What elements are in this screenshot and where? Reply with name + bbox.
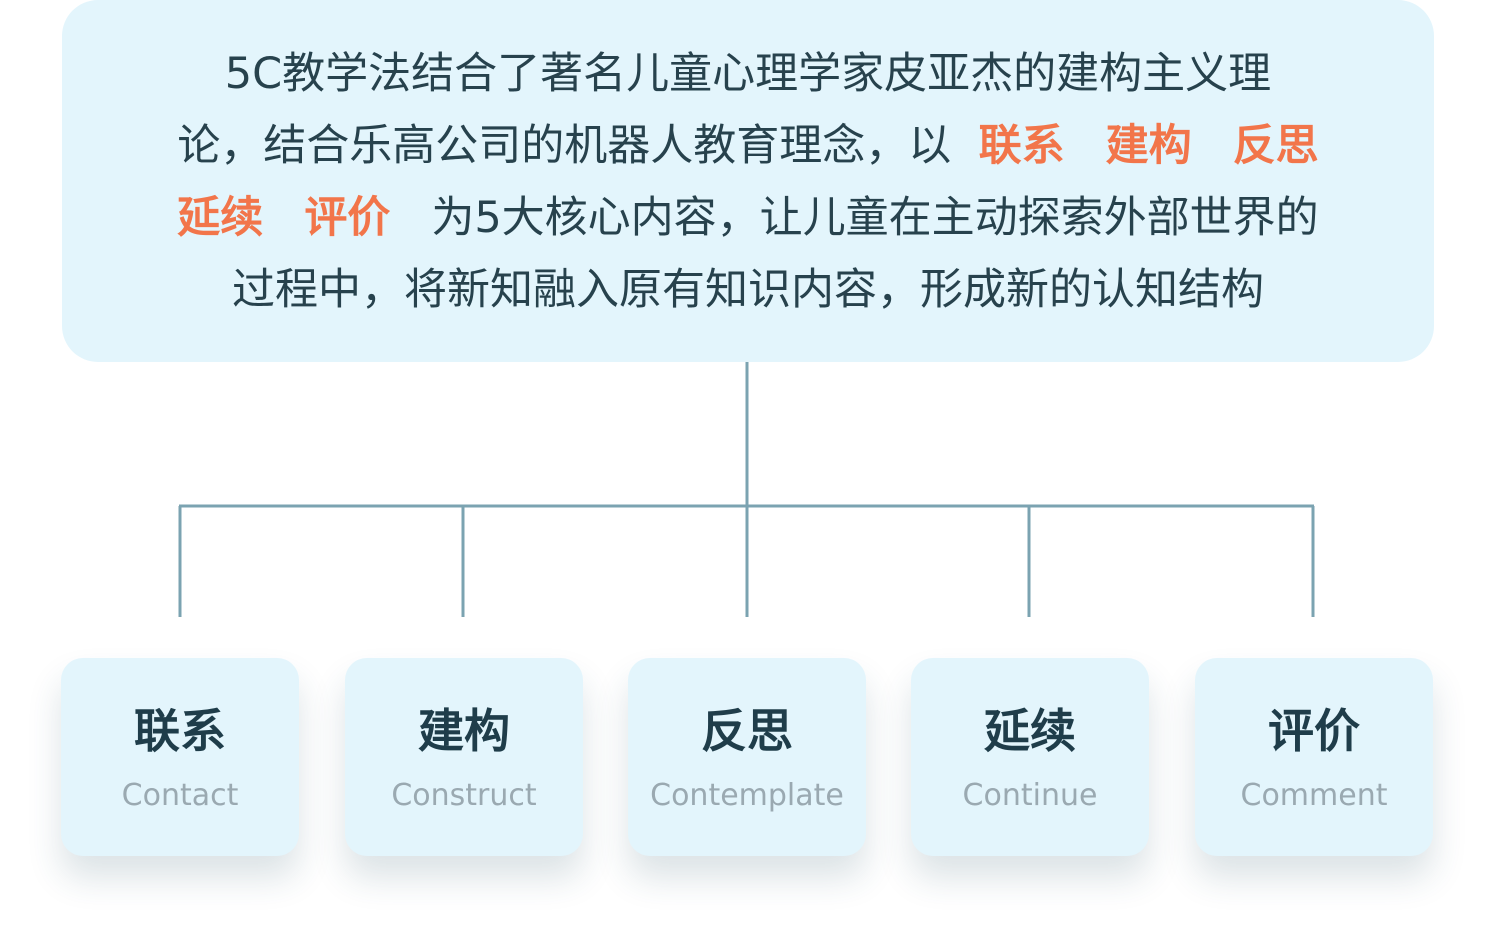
intro-line-1-text: 5C教学法结合了著名儿童心理学家皮亚杰的建构主义理: [224, 49, 1272, 99]
card-subtitle: Contact: [121, 778, 239, 813]
highlight-contact: 联系: [978, 121, 1065, 171]
highlight-continue: 延续: [177, 193, 264, 243]
intro-line-2-text: 论，结合乐高公司的机器人教育理念，以: [177, 121, 952, 171]
intro-line-4: 过程中，将新知融入原有知识内容，形成新的认知结构: [62, 266, 1434, 314]
card-title: 延续: [984, 704, 1076, 758]
intro-box: 5C教学法结合了著名儿童心理学家皮亚杰的建构主义理 论，结合乐高公司的机器人教育…: [62, 0, 1434, 362]
highlight-comment: 评价: [304, 193, 391, 243]
card-subtitle: Comment: [1240, 778, 1388, 813]
card-title: 反思: [701, 704, 793, 758]
card-subtitle: Continue: [962, 778, 1098, 813]
highlight-construct: 建构: [1105, 121, 1192, 171]
card-continue: 延续 Continue: [911, 658, 1149, 856]
intro-line-3: 延续 评价 为5大核心内容，让儿童在主动探索外部世界的: [62, 194, 1434, 242]
card-construct: 建构 Construct: [345, 658, 583, 856]
card-subtitle: Construct: [391, 778, 537, 813]
card-subtitle: Contemplate: [650, 778, 844, 813]
intro-line-2: 论，结合乐高公司的机器人教育理念，以 联系 建构 反思: [62, 122, 1434, 170]
card-title: 联系: [134, 704, 226, 758]
card-comment: 评价 Comment: [1195, 658, 1433, 856]
intro-line-4-text: 过程中，将新知融入原有知识内容，形成新的认知结构: [232, 265, 1264, 315]
intro-line-1: 5C教学法结合了著名儿童心理学家皮亚杰的建构主义理: [62, 50, 1434, 98]
intro-line-3-text: 为5大核心内容，让儿童在主动探索外部世界的: [431, 193, 1319, 243]
highlight-contemplate: 反思: [1232, 121, 1319, 171]
card-title: 建构: [418, 704, 510, 758]
card-title: 评价: [1268, 704, 1360, 758]
card-contemplate: 反思 Contemplate: [628, 658, 866, 856]
card-contact: 联系 Contact: [61, 658, 299, 856]
